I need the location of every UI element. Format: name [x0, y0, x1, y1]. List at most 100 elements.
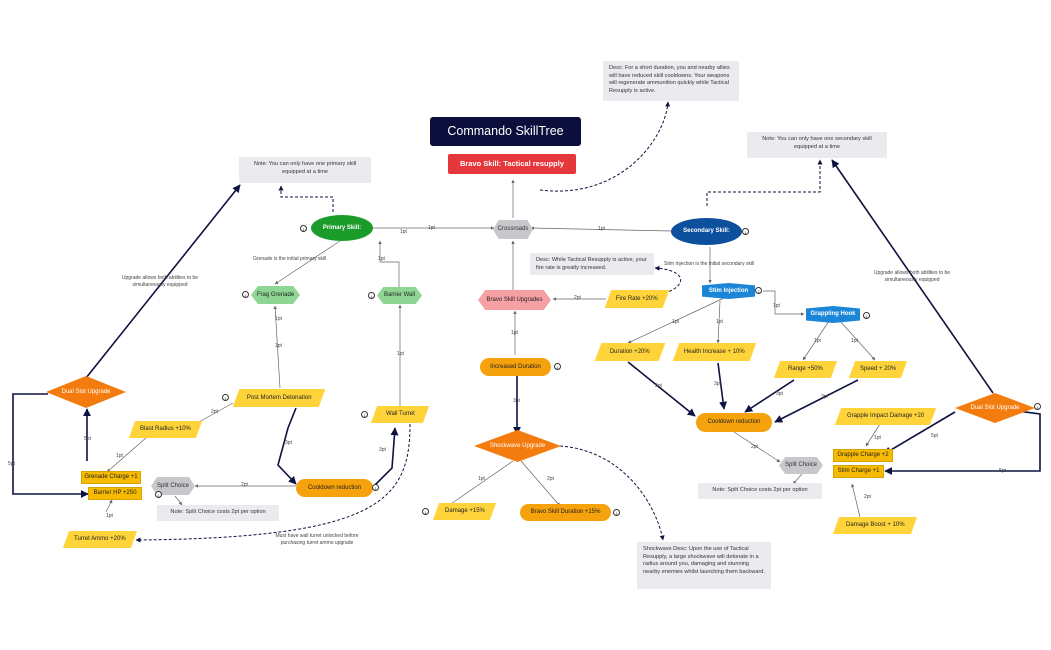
edge-duration-cooldown — [627, 361, 696, 417]
bravo-upgrades-node[interactable]: Bravo Skill Upgrades — [478, 290, 551, 310]
edge-dual-loop-left — [12, 393, 89, 498]
edge-label: 1pt — [773, 303, 780, 309]
split-choice-note-left: Note: Split Choice costs 2pt per option — [157, 505, 279, 521]
health-increase-node[interactable]: Health Increase + 10% — [672, 343, 757, 361]
edge-label: 5pt — [655, 383, 662, 389]
split-choice-right-node[interactable]: Split Choice — [779, 457, 823, 474]
grenade-charge-node[interactable]: Grenade Charge +1 — [81, 471, 141, 484]
cooldown-left-node[interactable]: Cooldown reduction — [296, 479, 373, 497]
edge-damage-boost-stim — [851, 483, 861, 518]
edge-grapple-range — [802, 320, 830, 361]
info-icon[interactable]: 1 — [372, 484, 379, 491]
edge-split-note-left — [174, 495, 183, 506]
shockwave-desc: Shockwave Desc: Upon the use of Tactical… — [637, 542, 771, 589]
fire-rate-desc: Desc: While Tactical Resupply is active,… — [530, 253, 654, 275]
edge-dual-right-grapple — [883, 411, 956, 455]
bravo-duration-node[interactable]: Bravo Skill Duration +15% — [520, 504, 611, 521]
edge-post-frag — [273, 305, 281, 389]
edge-label: 5pt — [84, 436, 91, 442]
edge-barrier-primary — [378, 240, 400, 288]
edge-label: 3pt — [776, 391, 783, 397]
info-icon[interactable]: 1 — [422, 508, 429, 515]
edge-primary-note — [278, 185, 334, 212]
info-icon[interactable]: 1 — [242, 291, 249, 298]
info-icon[interactable]: 1 — [300, 225, 307, 232]
edge-secondary-crossroads — [530, 226, 673, 232]
edge-stim-duration — [627, 297, 725, 344]
info-icon[interactable]: 1 — [222, 394, 229, 401]
info-icon[interactable]: 1 — [613, 509, 620, 516]
grappling-hook-node[interactable]: Grappling Hook — [806, 306, 860, 323]
edge-post-cooldown — [277, 407, 297, 485]
info-icon[interactable]: 1 — [368, 292, 375, 299]
edge-label: 1pt — [851, 338, 858, 344]
info-icon[interactable]: 1 — [863, 312, 870, 319]
edge-label: 2pt — [751, 444, 758, 450]
damage-node[interactable]: Damage +15% — [432, 503, 497, 520]
upgrade-left-text: Upgrade allows both abilities to be simu… — [121, 275, 199, 288]
wall-turret-node[interactable]: Wall Turret — [370, 406, 430, 423]
edge-label: 1pt — [716, 319, 723, 325]
edge-label: 1pt — [106, 513, 113, 519]
edge-shock-desc — [559, 445, 665, 541]
edge-split-note — [792, 473, 803, 485]
edge-impact-grapple-charge — [865, 423, 881, 447]
speed-node[interactable]: Speed + 20% — [848, 361, 908, 378]
primary-skill-note: Note: You can only have one primary skil… — [239, 157, 371, 183]
damage-boost-node[interactable]: Damage Boost + 10% — [832, 517, 918, 534]
edge-health-cooldown — [717, 362, 728, 410]
edge-label: 1pt — [428, 225, 435, 231]
edge-dual-right-note — [831, 159, 994, 394]
stim-injection-node[interactable]: Stim Injection — [702, 283, 755, 299]
grapple-charge-node[interactable]: Grapple Charge +2 — [833, 449, 893, 462]
edge-label: 5pt — [8, 461, 15, 467]
split-choice-note-right: Note: Split Choice costs 2pt per option — [698, 483, 822, 499]
secondary-skill-note: Note: You can only have one secondary sk… — [747, 132, 887, 158]
edge-label: 2pt — [241, 482, 248, 488]
split-choice-left-node[interactable]: Split Choice — [151, 477, 195, 495]
info-icon[interactable]: 1 — [361, 411, 368, 418]
blast-radius-node[interactable]: Blast Radius +10% — [128, 421, 203, 438]
crossroads-node[interactable]: Crossroads — [493, 220, 533, 239]
tactical-resupply-desc: Desc: For a short duration, you and near… — [603, 61, 739, 101]
edge-label: 1pt — [378, 256, 385, 262]
secondary-skill-node[interactable]: Secondary Skill: — [671, 218, 742, 245]
stim-charge-node[interactable]: Stim Charge +1 — [833, 465, 884, 478]
post-mortem-node[interactable]: Post Mortem Detonation — [232, 389, 326, 407]
edge-label: 1pt — [478, 476, 485, 482]
turret-unlock-text: Must have wall turret unlocked before pu… — [275, 533, 359, 546]
turret-ammo-node[interactable]: Turret Ammo +20% — [62, 531, 138, 548]
edge-label: 2pt — [864, 494, 871, 500]
duration20-node[interactable]: Duration +20% — [594, 343, 666, 361]
edge-blast-grenade — [106, 436, 148, 473]
increased-duration-node[interactable]: Increased Duration — [480, 358, 551, 376]
frag-grenade-node[interactable]: Frag Grenade — [251, 286, 300, 304]
grenade-initial-text: Grenade is the initial primary skill — [253, 256, 327, 262]
edge-speed-cooldown — [774, 379, 859, 423]
grapple-impact-node[interactable]: Grapple Impact Damage +20 — [834, 408, 937, 425]
edge-label: 5pt — [999, 468, 1006, 474]
edge-stim-grapple — [763, 290, 805, 316]
barrier-hp-node[interactable]: Barrier HP +250 — [88, 487, 142, 500]
edge-label: 5pt — [931, 433, 938, 439]
info-icon[interactable]: 1 — [1034, 403, 1041, 410]
edge-label: 3pt — [821, 394, 828, 400]
cooldown-right-node[interactable]: Cooldown reduction — [696, 413, 772, 432]
edge-grapple-speed — [839, 320, 876, 361]
bravo-skill-header[interactable]: Bravo Skill: Tactical resupply — [448, 154, 576, 174]
primary-skill-node[interactable]: Primary Skill: — [311, 215, 373, 241]
edge-label: 1pt — [397, 351, 404, 357]
edge-shock-bravo-duration — [520, 460, 561, 507]
info-icon[interactable]: 1 — [155, 491, 162, 498]
barrier-wall-node[interactable]: Barrier Wall — [377, 287, 422, 304]
range-node[interactable]: Range +50% — [773, 361, 838, 378]
info-icon[interactable]: 1 — [554, 363, 561, 370]
info-icon[interactable]: 1 — [742, 228, 749, 235]
info-icon[interactable]: 1 — [755, 287, 762, 294]
edge-label: 3pt — [714, 381, 721, 387]
edge-label: 3pt — [285, 440, 292, 446]
edge-cooldown-wall — [373, 427, 399, 487]
fire-rate-node[interactable]: Fire Rate +20% — [604, 290, 670, 308]
edge-bravo-desc — [539, 101, 671, 192]
